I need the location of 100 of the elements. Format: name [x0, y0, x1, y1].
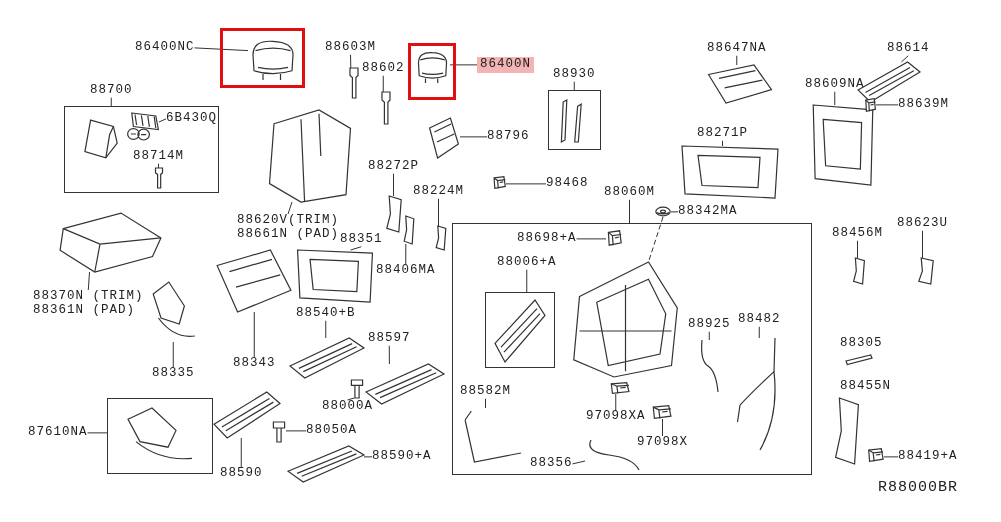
leader-line	[194, 47, 249, 52]
leader-line	[393, 173, 394, 197]
part-number: 88661N (PAD)	[237, 227, 339, 242]
leader-line	[670, 211, 679, 213]
cushion-frame-drawing	[296, 250, 374, 302]
part-number: 88698+A	[517, 232, 577, 246]
leader-line	[485, 398, 486, 409]
clip-drawing	[492, 176, 506, 189]
part-number: 97098X	[637, 436, 688, 450]
leader-line	[922, 230, 923, 259]
leader-line	[505, 183, 547, 185]
part-number: 88361N (PAD)	[33, 303, 136, 318]
part-number: 88335	[152, 367, 195, 381]
back-board-drawing	[812, 105, 874, 185]
part-number: 88930	[553, 68, 596, 82]
highlight-frame	[408, 43, 456, 100]
leader-line	[325, 320, 327, 339]
leader-line	[347, 397, 355, 401]
leader-line	[459, 136, 488, 138]
part-number: 88623U	[897, 217, 948, 231]
part-number: 88590	[220, 467, 263, 481]
switch-drawing	[850, 258, 868, 284]
leader-line	[883, 456, 899, 458]
part-number: 88370N (TRIM)	[33, 290, 144, 304]
rail-cover-drawing	[214, 392, 280, 438]
part-number: 88050A	[306, 424, 357, 438]
headrest-drawing	[415, 50, 450, 83]
part-number: 88614	[887, 42, 930, 56]
part-number: 88343	[233, 357, 276, 371]
leader-line	[572, 460, 586, 465]
clip-drawing	[864, 98, 876, 112]
leader-line	[449, 64, 478, 66]
part-number: 88456M	[832, 227, 883, 241]
part-number: 88609NA	[805, 78, 865, 92]
part-number: 88356	[530, 457, 573, 471]
part-number: 88271P	[697, 127, 748, 141]
leader-line	[857, 240, 858, 259]
part-number: 98468	[546, 177, 589, 191]
leader-line	[405, 243, 407, 265]
group-box	[452, 223, 812, 475]
leader-line	[615, 393, 617, 411]
part-number: 88540+B	[296, 307, 356, 321]
leader-line	[722, 140, 723, 147]
drawing-number: R88000BR	[878, 480, 958, 497]
part-number: 87610NA	[28, 426, 88, 440]
panel-drawing	[213, 250, 295, 312]
leader-line	[87, 432, 108, 434]
part-number: 88639M	[898, 98, 949, 112]
pad-drawing	[428, 118, 460, 158]
leader-line	[573, 81, 575, 91]
part-number: 88482	[738, 313, 781, 327]
part-number: 88000A	[322, 400, 373, 414]
leader-line	[648, 216, 664, 263]
leader-line	[287, 201, 293, 215]
leader-line	[388, 345, 390, 365]
leader-line	[240, 437, 242, 468]
part-number: 88620V(TRIM)	[237, 214, 339, 228]
group-box	[64, 106, 219, 193]
leader-line	[363, 456, 373, 458]
cup-holder-drawing	[127, 113, 159, 143]
leader-line	[350, 54, 352, 69]
part-number: 88419+A	[898, 450, 958, 464]
part-number: 88714M	[133, 150, 184, 164]
pin-drawing	[866, 448, 884, 462]
part-number: 88597	[368, 332, 411, 346]
bolt-drawing	[272, 422, 286, 442]
bracket-drawing	[433, 226, 449, 250]
part-number: 88060M	[604, 186, 655, 200]
washer-drawing	[655, 206, 671, 217]
highlight-frame	[220, 28, 305, 88]
leader-line	[662, 418, 663, 437]
clip-drawing	[608, 382, 630, 394]
part-number: 88455N	[840, 380, 891, 394]
clip-drawing	[606, 230, 622, 246]
leader-line	[834, 91, 836, 106]
panel-drawing	[705, 65, 775, 103]
leader-line	[438, 198, 439, 227]
rail-cover-drawing	[288, 446, 364, 482]
leader-line	[576, 238, 607, 240]
leader-line	[172, 341, 174, 368]
part-number: 88406MA	[376, 264, 436, 278]
part-number: 88224M	[413, 185, 464, 199]
group-box	[548, 90, 601, 150]
wire-drawing	[700, 340, 720, 392]
group-box	[107, 398, 213, 474]
bracket-drawing	[401, 216, 417, 244]
leader-line	[758, 326, 760, 339]
leader-line	[736, 55, 738, 66]
part-number: 88582M	[460, 385, 511, 399]
bolt-drawing	[350, 380, 364, 398]
leader-line	[900, 55, 909, 63]
part-number: 88272P	[368, 160, 419, 174]
group-box	[485, 292, 555, 368]
rail-cover-drawing	[290, 338, 364, 378]
leader-line	[285, 430, 307, 432]
leader-line	[875, 104, 899, 106]
leader-line	[629, 199, 630, 224]
part-number: 88590+A	[372, 450, 432, 464]
part-number: 88925	[688, 318, 731, 332]
clip-drawing	[152, 168, 166, 188]
